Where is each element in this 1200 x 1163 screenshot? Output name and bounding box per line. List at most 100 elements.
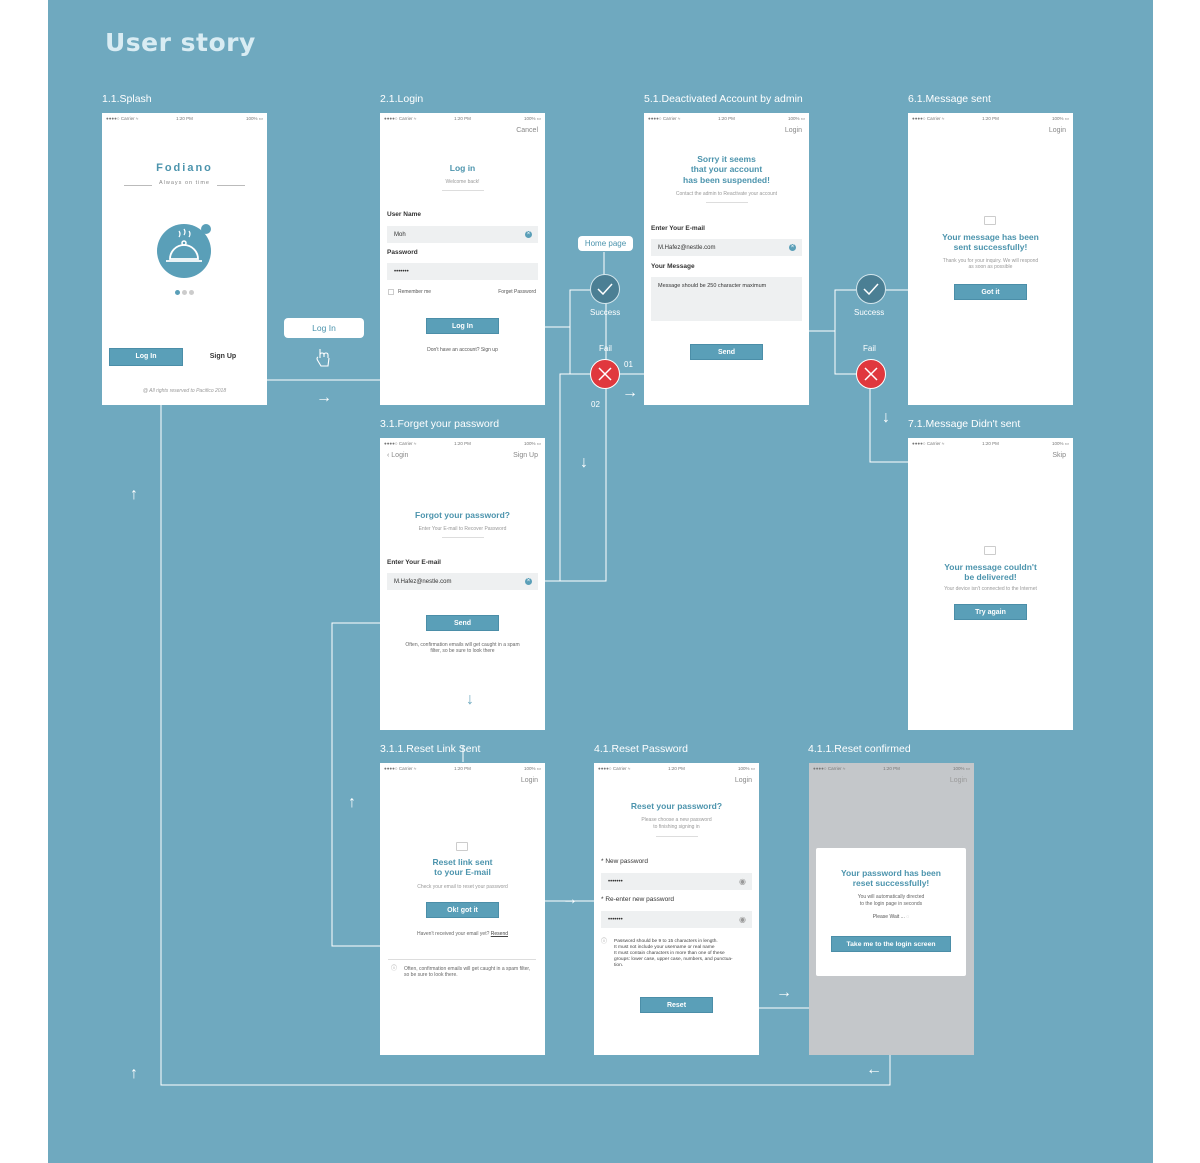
new-password-input[interactable]: •••••••◉ <box>601 873 752 890</box>
resend-link[interactable]: Resend <box>490 931 508 937</box>
screen-label-forget: 3.1.Forget your password <box>380 418 500 430</box>
send-button[interactable]: Send <box>426 615 499 631</box>
send-button[interactable]: Send <box>690 344 763 360</box>
login-button[interactable]: Log In <box>109 348 183 366</box>
username-input[interactable]: Moh× <box>387 226 538 243</box>
arrow-right-icon: → <box>316 389 332 406</box>
email-label: Enter Your E-mail <box>387 559 441 566</box>
copyright-footer: @ All rights reserved to Pacifico 2018 <box>142 388 227 394</box>
success-label: Success <box>590 308 621 317</box>
clear-icon[interactable]: × <box>789 244 796 251</box>
info-icon: ⓘ <box>601 939 608 945</box>
login-screen: ●●●●○ Carrier ≈ 1:20 PM 100% ▭ Cancel Lo… <box>380 113 545 405</box>
reset-password-screen: ●●●●○ Carrier ≈ 1:20 PM 100% ▭ Login Res… <box>594 763 759 1055</box>
reset-sub-1: Please choose a new password <box>641 817 712 823</box>
info-icon: ⓘ <box>391 966 398 972</box>
reset-sent-heading-2: to your E-mail <box>434 867 491 877</box>
check-email-text: Check your email to reset your password <box>417 884 508 890</box>
deactivated-screen: ●●●●○ Carrier ≈ 1:20 PM 100% ▭ Login Sor… <box>644 113 809 405</box>
forget-password-link[interactable]: Forget Password <box>498 289 536 295</box>
thanks-text-2: as soon as possible <box>968 264 1013 270</box>
reenter-password-input[interactable]: •••••••◉ <box>601 911 752 928</box>
login-nav-link[interactable]: Login <box>784 127 802 134</box>
login-submit-button[interactable]: Log In <box>426 318 499 334</box>
remember-checkbox[interactable] <box>388 289 394 295</box>
password-rule-4: groups: lower case, upper case, numbers,… <box>614 957 733 962</box>
please-wait-text: Please Wait ... ◌ <box>872 914 910 920</box>
status-bar: ●●●●○ Carrier ≈ 1:20 PM 100% ▭ <box>594 763 759 774</box>
status-bar: ●●●●○ Carrier ≈ 1:20 PM 100% ▭ <box>809 763 974 774</box>
screen-label-splash: 1.1.Splash <box>102 93 152 105</box>
fail-x-icon <box>856 359 886 389</box>
status-time: 1:20 PM <box>718 116 735 121</box>
take-me-to-login-button[interactable]: Take me to the login screen <box>831 936 951 952</box>
carrier-signal: ●●●●○ Carrier ≈ <box>384 766 417 771</box>
confirmed-heading-2: reset successfully! <box>852 878 930 888</box>
status-time: 1:20 PM <box>668 766 685 771</box>
login-nav-link[interactable]: Login <box>1048 127 1066 134</box>
arrow-up-icon: ↑ <box>130 486 138 503</box>
recover-text: Enter Your E-mail to Recover Password <box>418 526 507 532</box>
sent-heading-1: Your message has been <box>942 232 1039 242</box>
email-input[interactable]: M.Hafez@nestle.com× <box>651 239 802 256</box>
clear-icon[interactable]: × <box>525 578 532 585</box>
image-placeholder-icon <box>456 842 468 851</box>
login-action-pill: Log In <box>284 318 364 338</box>
reset-link-sent-screen: ●●●●○ Carrier ≈ 1:20 PM 100% ▭ Login Res… <box>380 763 545 1055</box>
status-time: 1:20 PM <box>454 766 471 771</box>
login-nav-link[interactable]: Login <box>949 777 967 784</box>
ok-got-it-button[interactable]: Ok! got it <box>426 902 499 918</box>
signup-prompt[interactable]: Don't have an account? Sign up <box>427 347 498 353</box>
login-nav-link[interactable]: Login <box>734 777 752 784</box>
welcome-text: Welcome back! <box>445 179 480 185</box>
signup-button[interactable]: Sign Up <box>186 348 260 366</box>
status-time: 1:20 PM <box>176 116 193 121</box>
status-time: 1:20 PM <box>982 441 999 446</box>
success-check-icon <box>856 274 886 304</box>
battery-indicator: 100% ▭ <box>1051 116 1069 121</box>
success-modal: Your password has been reset successfull… <box>816 848 966 976</box>
arrow-up-icon: ↑ <box>348 794 356 811</box>
signup-nav-link[interactable]: Sign Up <box>513 452 538 459</box>
tap-hand-icon <box>315 347 331 367</box>
arrow-right-icon: → <box>622 384 638 401</box>
message-label: Your Message <box>651 263 695 270</box>
suspended-heading-3: has been suspended! <box>683 175 770 185</box>
password-input[interactable]: ••••••• <box>387 263 538 280</box>
eye-icon[interactable]: ◉ <box>739 877 746 886</box>
forgot-heading: Forgot your password? <box>415 510 510 520</box>
carrier-signal: ●●●●○ Carrier ≈ <box>598 766 631 771</box>
battery-indicator: 100% ▭ <box>523 766 541 771</box>
battery-indicator: 100% ▭ <box>523 116 541 121</box>
try-again-button[interactable]: Try again <box>954 604 1027 620</box>
path-01-label: 01 <box>624 360 633 369</box>
password-label: Password <box>387 249 418 256</box>
home-page-pill: Home page <box>578 236 633 251</box>
status-time: 1:20 PM <box>883 766 900 771</box>
got-it-button[interactable]: Got it <box>954 284 1027 300</box>
cancel-link[interactable]: Cancel <box>516 127 538 134</box>
reset-heading: Reset your password? <box>630 801 723 811</box>
status-time: 1:20 PM <box>454 441 471 446</box>
page-indicator <box>102 290 267 295</box>
message-textarea[interactable]: Message should be 250 character maximum <box>651 277 802 321</box>
screen-label-reset-confirmed: 4.1.1.Reset confirmed <box>808 743 911 755</box>
thanks-text-1: Thank you for your inquiry. We will resp… <box>942 258 1039 264</box>
email-input[interactable]: M.Hafez@nestle.com× <box>387 573 538 590</box>
login-nav-link[interactable]: Login <box>520 777 538 784</box>
forget-password-screen: ●●●●○ Carrier ≈ 1:20 PM 100% ▭ ‹ Login S… <box>380 438 545 730</box>
password-rule-2: It must not include your username or rea… <box>614 945 715 950</box>
chevron-left-icon: ‹ <box>387 452 392 459</box>
username-label: User Name <box>387 211 421 218</box>
skip-link[interactable]: Skip <box>1052 452 1066 459</box>
eye-icon[interactable]: ◉ <box>739 915 746 924</box>
reset-sent-heading-1: Reset link sent <box>432 857 493 867</box>
status-bar: ●●●●○ Carrier ≈ 1:20 PM 100% ▭ <box>380 438 545 449</box>
success-label: Success <box>854 308 885 317</box>
clear-icon[interactable]: × <box>525 231 532 238</box>
status-time: 1:20 PM <box>454 116 471 121</box>
reset-button[interactable]: Reset <box>640 997 713 1013</box>
carrier-signal: ●●●●○ Carrier ≈ <box>106 116 139 121</box>
back-login-link[interactable]: ‹ Login <box>387 452 409 459</box>
arrow-down-icon: ↓ <box>466 691 474 708</box>
